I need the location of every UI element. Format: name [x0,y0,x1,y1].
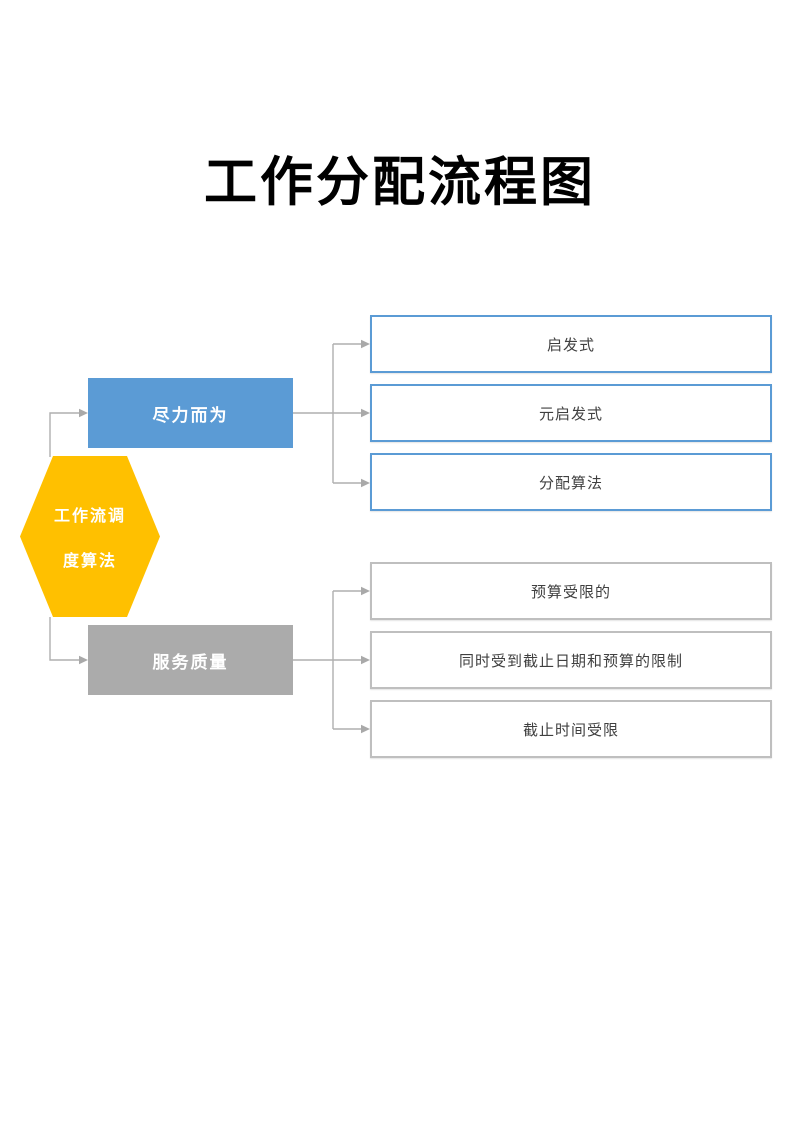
leaf-node-budget-constrained: 预算受限的 [370,562,772,620]
diagram-title: 工作分配流程图 [204,153,596,212]
leaf-label: 截止时间受限 [522,721,619,739]
arrow-right-icon [361,339,370,349]
arrow-right-icon [361,408,370,418]
leaf-label: 分配算法 [538,474,603,492]
arrow-right-icon [79,655,88,665]
arrow-right-icon [361,586,370,596]
connector-line [49,617,79,661]
branch-label: 尽力而为 [152,405,229,425]
branch-node-service-quality: 服务质量 [88,625,293,695]
branch-node-best-effort: 尽力而为 [88,378,293,448]
arrow-right-icon [361,655,370,665]
leaf-node-heuristic: 启发式 [370,315,772,373]
arrow-right-icon [361,478,370,488]
root-label-line2: 度算法 [62,553,117,570]
connector-line [49,412,79,457]
branch-label: 服务质量 [152,652,229,672]
leaf-label: 启发式 [546,336,595,354]
leaf-node-allocation-algorithm: 分配算法 [370,453,772,511]
leaf-label: 同时受到截止日期和预算的限制 [458,652,683,670]
leaf-label: 预算受限的 [530,583,611,601]
root-hexagon-node: 工作流调 度算法 [20,456,160,617]
arrow-right-icon [79,408,88,418]
leaf-node-deadline-and-budget-constrained: 同时受到截止日期和预算的限制 [370,631,772,689]
arrow-right-icon [361,724,370,734]
leaf-node-deadline-constrained: 截止时间受限 [370,700,772,758]
leaf-label: 元启发式 [538,405,603,423]
leaf-node-metaheuristic: 元启发式 [370,384,772,442]
root-label-line1: 工作流调 [53,508,126,525]
